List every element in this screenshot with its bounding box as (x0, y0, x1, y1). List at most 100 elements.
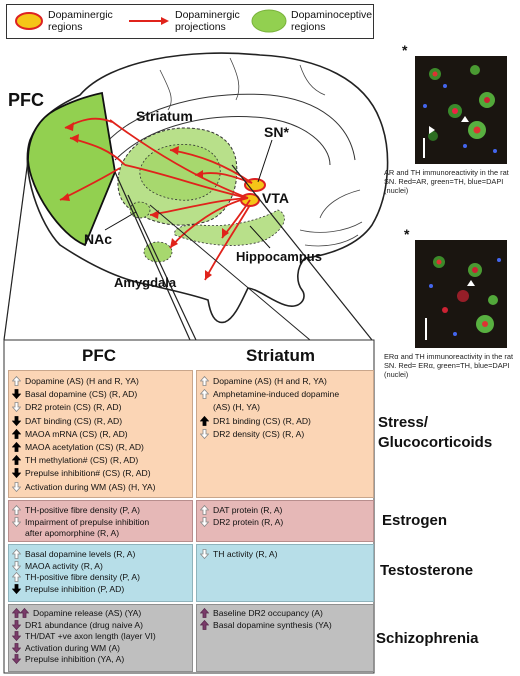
projection-arrowhead (161, 17, 169, 25)
down-arrow-icon (12, 642, 21, 653)
striatum-stress-row: DR2 density (CS) (R, A) (200, 429, 304, 439)
gyrus-line (319, 189, 361, 219)
down-arrow-icon (12, 402, 21, 413)
finding-text: DAT protein (R, A) (213, 505, 283, 515)
legend-dopaminoceptive-label: Dopaminoceptive regions (291, 9, 373, 33)
striatum-testosterone-row: TH activity (R, A) (200, 549, 277, 559)
finding-text: (AS) (H, YA) (213, 402, 260, 413)
finding-text: TH activity (R, A) (213, 549, 278, 559)
legend-dopaminergic-label: Dopaminergic regions (48, 9, 113, 33)
projection-arrowheads (60, 122, 229, 280)
striatum-testosterone-panel (196, 544, 374, 602)
pfc-schizophrenia-row: Prepulse inhibition (YA, A) (12, 654, 125, 665)
finding-text: MAOA activity (R, A) (25, 560, 103, 571)
striatum-stress-row: DR1 binding (CS) (R, AD) (200, 415, 311, 426)
pfc-schizophrenia-row: DR1 abundance (drug naive A) (12, 620, 143, 630)
gyrus-line (299, 64, 326, 96)
finding-text: Basal dopamine levels (R, A) (25, 549, 136, 559)
pfc-region (27, 91, 116, 247)
striatum-schizophrenia-row: Basal dopamine synthesis (YA) (200, 619, 332, 630)
pfc-estrogen-row: after apomorphine (R, A) (12, 528, 119, 538)
category-schizophrenia: Schizophrenia (376, 630, 479, 647)
cerebellum-line (299, 221, 363, 233)
gyrus-line (159, 69, 172, 111)
pfc-stress-row: Basal dopamine (CS) (R, AD) (12, 389, 138, 400)
finding-text: MAOA mRNA (CS) (R, AD) (25, 428, 128, 439)
down-arrow-icon (12, 516, 21, 527)
down-arrow-icon (200, 428, 209, 439)
pfc-schizophrenia-row: TH/DAT +ve axon length (layer VI) (12, 631, 156, 642)
finding-text: DR2 protein (CS) (R, AD) (25, 402, 122, 413)
up-arrow-icon (200, 376, 209, 386)
pfc-funnel-right (114, 171, 191, 341)
nac-leader (104, 211, 137, 231)
dopaminergic-projections (59, 117, 253, 281)
up-arrow-icon (12, 505, 21, 515)
striatum-stress-row: Amphetamine-induced dopamine (200, 389, 339, 399)
nac-label: NAc (84, 231, 113, 247)
down-arrow-icon (12, 654, 21, 665)
er-th-micrograph (415, 240, 507, 348)
panel-frame (3, 339, 375, 674)
up-arrow-icon (12, 376, 21, 386)
pfc-testosterone-row: Basal dopamine levels (R, A) (12, 549, 135, 559)
up-arrow-icon (12, 428, 21, 439)
down-arrow-icon (12, 631, 21, 642)
finding-text: DR2 density (CS) (R, A) (213, 428, 305, 439)
finding-text: TH/DAT +ve axon length (layer VI) (25, 631, 156, 642)
down-arrow-icon (12, 619, 21, 630)
up-arrow-icon (12, 442, 21, 452)
up-arrow-icon (200, 619, 209, 630)
pfc-estrogen-row: TH-positive fibre density (P, A) (12, 505, 140, 515)
pfc-schizophrenia-row: Activation during WM (A) (12, 643, 120, 653)
finding-text: Prepulse inhibition (YA, A) (25, 654, 125, 665)
finding-text: DAT binding (CS) (R, AD) (25, 415, 123, 426)
sn-leader (257, 139, 273, 183)
up-arrow-icon (12, 455, 21, 466)
arrow-spacer (12, 528, 21, 538)
er-star: * (404, 226, 410, 242)
striatum-label: Striatum (136, 108, 193, 124)
finding-text: TH methylation# (CS) (R, AD) (25, 455, 139, 466)
striatum-stress-row: Dopamine (AS) (H and R, YA) (200, 376, 327, 386)
finding-text: Dopamine release (AS) (YA) (33, 608, 142, 618)
finding-text: TH-positive fibre density (P, A) (25, 572, 140, 583)
striatum-schizophrenia-row: Baseline DR2 occupancy (A) (200, 608, 323, 618)
amygdala-region (143, 241, 173, 263)
cingulate-line (99, 93, 356, 161)
pfc-stress-row: Activation during WM (AS) (H, YA) (12, 482, 156, 492)
striatum-stress-row: (AS) (H, YA) (200, 402, 260, 412)
pfc-stress-row: DR2 protein (CS) (R, AD) (12, 402, 122, 413)
down-arrow-icon (200, 549, 209, 559)
finding-text: DR1 binding (CS) (R, AD) (213, 415, 311, 426)
down-arrow-icon (12, 481, 21, 492)
pfc-stress-row: MAOA acetylation (CS) (R, AD) (12, 442, 144, 452)
pfc-stress-row: Dopamine (AS) (H and R, YA) (12, 376, 139, 386)
finding-text: Prepulse inhibition# (CS) (R, AD) (25, 468, 151, 479)
pfc-testosterone-row: Prepulse inhibition (P, AD) (12, 584, 124, 594)
finding-text: DR2 protein (R, A) (213, 516, 284, 527)
legend: Dopaminergic regions Dopaminergic projec… (6, 4, 374, 39)
pfc-stress-panel (8, 370, 193, 498)
finding-text: Basal dopamine (CS) (R, AD) (25, 389, 138, 400)
pfc-estrogen-row: Impairment of prepulse inhibition (12, 517, 149, 527)
category-testosterone: Testosterone (380, 562, 474, 579)
finding-text: Activation during WM (A) (25, 642, 121, 653)
finding-text: Baseline DR2 occupancy (A) (213, 608, 323, 618)
legend-projections-label: Dopaminergic projections (175, 9, 240, 33)
pfc-schizophrenia-row: Dopamine release (AS) (YA) (12, 608, 141, 618)
up-arrow-icon (200, 608, 209, 618)
dopaminergic-region-swatch (15, 12, 43, 30)
pfc-funnel-left (3, 159, 29, 341)
pfc-testosterone-row: TH-positive fibre density (P, A) (12, 572, 140, 582)
pfc-stress-row: MAOA mRNA (CS) (R, AD) (12, 428, 128, 439)
finding-text: Activation during WM (AS) (H, YA) (25, 481, 156, 492)
category-stress-line1: Stress/ (378, 414, 429, 431)
finding-text: Basal dopamine synthesis (YA) (213, 619, 332, 630)
down-arrow-icon (12, 560, 21, 571)
down-arrow-icon (12, 583, 21, 594)
up-arrow-icon (200, 389, 209, 400)
er-caption: ERα and TH immunoreactivity in the rat S… (384, 352, 514, 380)
dopaminoceptive-swatch (251, 9, 287, 33)
pfc-schizophrenia-panel (8, 604, 193, 672)
